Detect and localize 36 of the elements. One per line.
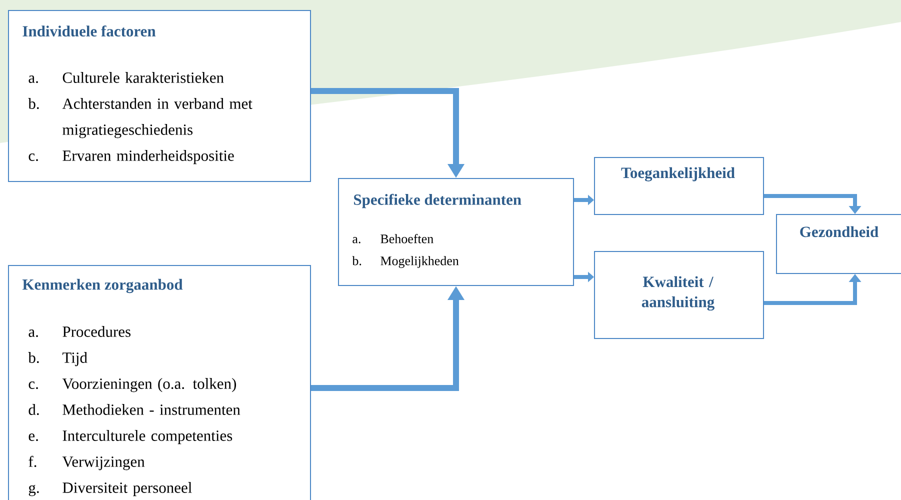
list-item: Behoeften <box>380 234 434 244</box>
list-marker: b. <box>28 98 39 109</box>
outcome-box <box>594 157 764 215</box>
box-heading: Toegankelijkheid <box>621 167 735 182</box>
list-marker: a. <box>28 76 38 83</box>
list-marker: g. <box>28 484 39 496</box>
list-item: Interculturele competenties <box>62 430 232 444</box>
list-marker: e. <box>28 433 38 442</box>
list-item: Verwijzingen <box>62 456 145 470</box>
box-heading: Kwaliteit / aansluiting <box>642 276 714 311</box>
outcome-box <box>594 251 764 339</box>
box-heading: Kenmerken zorgaanbod <box>22 278 183 294</box>
factor-box <box>8 265 311 500</box>
list-marker: a. <box>352 237 360 244</box>
box-heading: Gezondheid <box>800 226 878 238</box>
list-item: Diversiteit personeel <box>62 482 192 496</box>
list-marker: a. <box>28 330 38 338</box>
list-marker: f. <box>28 456 36 468</box>
box-heading: Specifieke determinanten <box>354 194 522 208</box>
list-item: Achterstanden in verband met migratiegeschiedenis <box>62 98 252 138</box>
list-item: Tijd <box>62 352 88 366</box>
list-item: Procedures <box>62 326 130 337</box>
determinant-box <box>338 178 574 286</box>
list-item: Culturele karakteristieken <box>62 72 224 83</box>
list-marker: b. <box>352 256 362 266</box>
list-marker: c. <box>28 153 38 161</box>
list-marker: c. <box>28 381 38 390</box>
box-heading: Individuele factoren <box>22 25 156 37</box>
list-item: Ervaren minderheidspositie <box>62 150 234 164</box>
list-item: Voorzieningen (o.a. tolken) <box>62 378 236 392</box>
factor-box <box>8 10 311 182</box>
list-marker: d. <box>28 404 39 416</box>
outcome-box <box>776 214 901 274</box>
list-item: Methodieken - instrumenten <box>62 404 240 415</box>
list-marker: b. <box>28 352 39 364</box>
list-item: Mogelijkheden <box>380 256 459 268</box>
